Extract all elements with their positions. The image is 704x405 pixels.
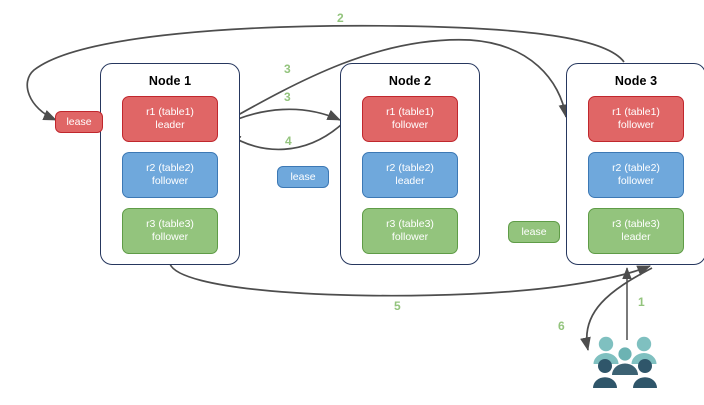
node-3-title: Node 3	[614, 74, 658, 88]
node-1-replica-r1[interactable]: r1 (table1) leader	[122, 96, 218, 142]
node-1-title: Node 1	[148, 74, 192, 88]
replica-role: follower	[617, 175, 655, 187]
replica-name: r1 (table1)	[386, 106, 434, 118]
lease-badge-r1[interactable]: lease	[55, 111, 103, 133]
node-2-replica-r2[interactable]: r2 (table2) leader	[362, 152, 458, 198]
step-label-1: 1	[638, 295, 645, 309]
replica-role: follower	[391, 119, 429, 131]
node-2-replica-r1[interactable]: r1 (table1) follower	[362, 96, 458, 142]
replica-name: r2 (table2)	[612, 162, 660, 174]
replica-name: r3 (table3)	[386, 218, 434, 230]
lease-badge-r3[interactable]: lease	[508, 221, 560, 243]
node-2-replicas: r1 (table1) follower r2 (table2) leader …	[341, 96, 479, 254]
node-3-replica-r2[interactable]: r2 (table2) follower	[588, 152, 684, 198]
step-label-2: 2	[337, 11, 344, 25]
replica-name: r2 (table2)	[386, 162, 434, 174]
step-label-5: 5	[394, 299, 401, 313]
node-3-replicas: r1 (table1) follower r2 (table2) followe…	[567, 96, 704, 254]
replica-name: r1 (table1)	[612, 106, 660, 118]
node-1-replica-r2[interactable]: r2 (table2) follower	[122, 152, 218, 198]
replica-name: r2 (table2)	[146, 162, 194, 174]
lease-badge-r2[interactable]: lease	[277, 166, 329, 188]
people-group-icon	[591, 334, 663, 394]
node-1-replicas: r1 (table1) leader r2 (table2) follower …	[101, 96, 239, 254]
node-3-replica-r1[interactable]: r1 (table1) follower	[588, 96, 684, 142]
replica-role: follower	[151, 231, 189, 243]
node-2-title: Node 2	[388, 74, 432, 88]
step-label-3a: 3	[284, 62, 291, 76]
replica-role: follower	[151, 175, 189, 187]
replica-name: r3 (table3)	[612, 218, 660, 230]
replica-role: follower	[617, 119, 655, 131]
replica-role: leader	[621, 231, 651, 243]
node-3-replica-r3[interactable]: r3 (table3) leader	[588, 208, 684, 254]
step-label-6: 6	[558, 319, 565, 333]
replica-role: leader	[155, 119, 185, 131]
step-label-4: 4	[285, 134, 292, 148]
replica-role: leader	[395, 175, 425, 187]
node-1-replica-r3[interactable]: r3 (table3) follower	[122, 208, 218, 254]
edge-step-5	[169, 263, 651, 297]
node-3-container[interactable]: Node 3 r1 (table1) follower r2 (table2) …	[566, 63, 704, 265]
replica-role: follower	[391, 231, 429, 243]
lease-label: lease	[521, 226, 547, 238]
lease-label: lease	[290, 171, 316, 183]
node-1-container[interactable]: Node 1 r1 (table1) leader r2 (table2) fo…	[100, 63, 240, 265]
node-2-replica-r3[interactable]: r3 (table3) follower	[362, 208, 458, 254]
replica-name: r3 (table3)	[146, 218, 194, 230]
step-label-3b: 3	[284, 90, 291, 104]
node-2-container[interactable]: Node 2 r1 (table1) follower r2 (table2) …	[340, 63, 480, 265]
replica-name: r1 (table1)	[146, 106, 194, 118]
lease-label: lease	[66, 116, 92, 128]
